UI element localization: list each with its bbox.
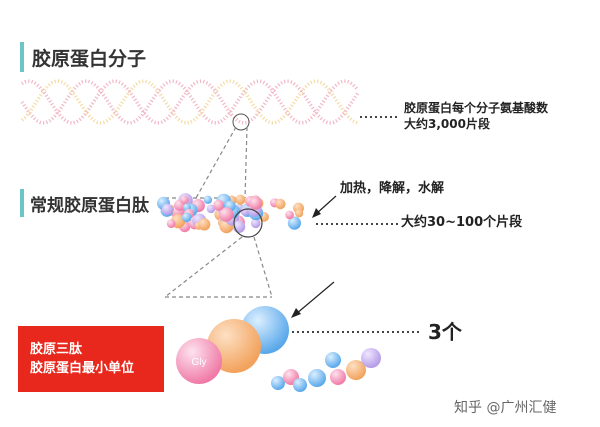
small-sphere [346, 360, 366, 380]
count-label: 3个 [428, 320, 462, 344]
peptide-sphere [181, 212, 192, 223]
helix-note: 胶原蛋白每个分子氨基酸数 大约3,000片段 [404, 100, 548, 132]
peptide-sphere [213, 199, 225, 211]
peptide-sphere [161, 203, 174, 215]
zoom-guide-2-left [164, 236, 243, 298]
peptide-heading: 常规胶原蛋白肽 [30, 196, 149, 216]
helix-zoom-circle [232, 113, 250, 131]
collagen-molecule-heading: 胶原蛋白分子 [32, 48, 147, 70]
process-label: 加热，降解，水解 [340, 181, 445, 196]
tripeptide-label-line1: 胶原三肽 [30, 342, 83, 357]
peptide-sphere [249, 196, 262, 210]
peptide-sphere [219, 207, 234, 222]
peptide-sphere [166, 219, 176, 228]
peptide-sphere [206, 204, 216, 214]
peptide-sphere [275, 198, 286, 210]
small-sphere [293, 378, 307, 392]
peptide-sphere [295, 209, 304, 218]
small-sphere [271, 376, 285, 390]
peptide-sphere [235, 194, 246, 205]
process-arrow [315, 195, 337, 215]
small-sphere [325, 352, 341, 368]
heading-accent-bar [20, 189, 24, 217]
heading-accent-bar [20, 42, 24, 72]
tripeptide-label-line2: 胶原蛋白最小单位 [30, 361, 135, 376]
peptide-sphere [287, 216, 301, 230]
helix-note-line2: 大约3,000片段 [404, 117, 490, 131]
process-arrowhead [312, 208, 321, 218]
peptide-sphere [250, 218, 261, 229]
zoom-guide-2-right [253, 236, 273, 298]
fragment-label: 大约30~100个片段 [401, 215, 523, 230]
gly-label: Gly [192, 357, 207, 368]
tripeptide-arrowhead [291, 308, 301, 318]
peptide-sphere [180, 195, 189, 205]
zoom-guide-right [244, 126, 248, 199]
tripeptide-arrow [295, 281, 335, 315]
peptide-zoom-circle [233, 208, 263, 238]
peptide-sphere [203, 195, 213, 204]
peptide-cluster [157, 193, 304, 234]
tripeptide-label-box: 胶原三肽 胶原蛋白最小单位 [18, 326, 164, 392]
zoom-guide-left [195, 126, 237, 199]
small-sphere [308, 369, 326, 387]
peptide-sphere [285, 210, 294, 220]
peptide-sphere [240, 207, 250, 216]
small-sphere [361, 348, 381, 368]
helix-strand [20, 79, 359, 125]
collagen-helix [20, 79, 360, 125]
small-sphere [330, 369, 346, 385]
helix-note-line1: 胶原蛋白每个分子氨基酸数 [404, 101, 549, 115]
sphere-gly [176, 338, 222, 384]
watermark: 知乎 @广州汇健 [454, 400, 557, 416]
peptide-sphere [198, 218, 211, 231]
